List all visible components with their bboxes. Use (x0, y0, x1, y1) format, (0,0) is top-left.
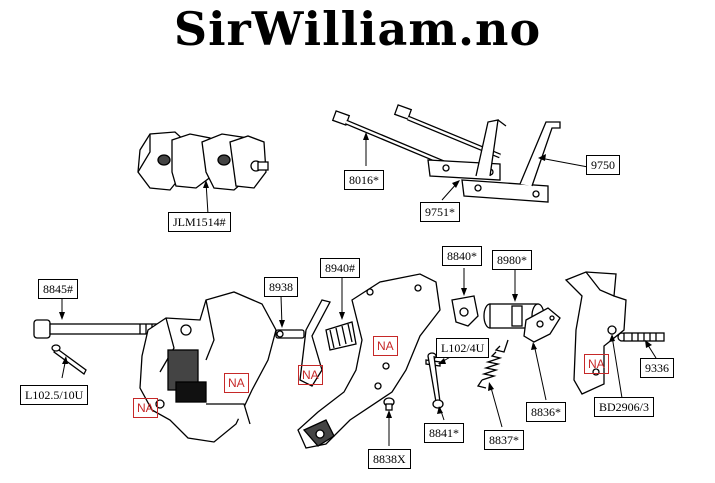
part-adjuster-pin (383, 397, 395, 411)
callout-jlm1514: JLM1514# (168, 212, 231, 232)
na-marker-caliper: NA (224, 373, 249, 393)
callout-8938: 8938 (264, 277, 298, 297)
part-clevis-clip (451, 295, 479, 327)
part-spring-clip (299, 299, 357, 387)
callout-8838x: 8838X (368, 449, 411, 469)
part-long-bolt (33, 319, 159, 339)
part-caliper-body (139, 291, 277, 443)
na-marker-lever: NA (373, 336, 398, 356)
part-clevis-pin (427, 352, 444, 409)
part-lever-arm (297, 273, 441, 449)
callout-8980: 8980* (492, 250, 532, 270)
part-caliper-bracket (461, 121, 561, 203)
part-retaining-plate (427, 119, 507, 181)
callout-bd2906-3: BD2906/3 (594, 397, 655, 417)
callout-8840: 8840* (442, 246, 482, 266)
brand-title: SirWilliam.no (173, 2, 542, 56)
na-marker-pad-housing: NA (133, 398, 158, 418)
na-marker-bracket: NA (584, 354, 609, 374)
part-brake-pads (137, 131, 269, 191)
part-small-pin (275, 329, 305, 339)
callout-l102-5-10u: L102.5/10U (20, 385, 89, 405)
part-pins (331, 104, 501, 171)
callout-l102-4u: L102/4U (436, 338, 490, 358)
callout-8940: 8940# (320, 258, 360, 278)
callout-8845: 8845# (38, 279, 78, 299)
part-split-pin (51, 344, 87, 375)
callout-8841: 8841* (424, 423, 464, 443)
part-tension-spring (476, 339, 509, 389)
callout-8016: 8016* (344, 170, 384, 190)
part-screw (617, 332, 665, 342)
callout-8836: 8836* (526, 402, 566, 422)
part-mounting-bracket (564, 271, 627, 395)
callout-9751: 9751* (420, 202, 460, 222)
callout-9750: 9750 (586, 155, 620, 175)
part-link (523, 307, 561, 343)
na-marker-clip: NA (298, 365, 323, 385)
callout-9336: 9336 (640, 358, 674, 378)
callout-8837: 8837* (484, 430, 524, 450)
